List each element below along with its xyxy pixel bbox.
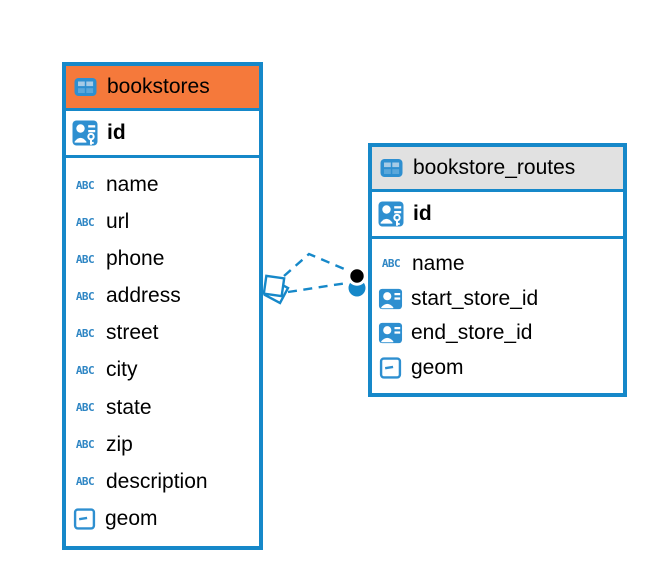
column-name: city — [106, 358, 138, 382]
foreign-key-icon — [378, 321, 403, 345]
column-name: zip — [106, 432, 133, 456]
column-name: geom — [411, 356, 464, 380]
text-type-icon: ABC — [381, 257, 401, 271]
table-bookstores[interactable]: bookstores id ABC name ABC url ABC phone… — [62, 62, 263, 550]
diamond-front — [262, 274, 286, 298]
column-row[interactable]: geom — [66, 507, 259, 531]
column-row[interactable]: ABC url — [66, 210, 259, 234]
column-name: name — [106, 173, 159, 197]
column-row-pk[interactable]: id — [372, 192, 623, 239]
text-type-icon: ABC — [75, 401, 95, 415]
text-type-icon: ABC — [75, 178, 95, 192]
table-icon — [379, 156, 404, 180]
column-name: street — [106, 321, 159, 345]
table-icon — [73, 75, 98, 99]
column-row[interactable]: ABC city — [66, 358, 259, 382]
column-name: start_store_id — [411, 286, 539, 310]
text-type-icon: ABC — [75, 252, 95, 266]
column-row[interactable]: geom — [372, 356, 623, 380]
column-row[interactable]: ABC phone — [66, 247, 259, 271]
text-type-icon: ABC — [75, 289, 95, 303]
table-header-bookstore-routes[interactable]: bookstore_routes — [372, 147, 623, 192]
column-row[interactable]: ABC state — [66, 396, 259, 420]
primary-key-icon — [72, 120, 98, 146]
column-row[interactable]: ABC zip — [66, 433, 259, 457]
column-list: ABC name ABC url ABC phone ABC address A… — [66, 158, 259, 546]
text-type-icon: ABC — [75, 326, 95, 340]
text-type-icon: ABC — [75, 475, 95, 489]
column-name: geom — [105, 506, 158, 530]
table-title: bookstore_routes — [413, 156, 576, 179]
column-row-pk[interactable]: id — [66, 111, 259, 158]
column-name: name — [412, 251, 465, 275]
column-name: state — [106, 395, 152, 419]
column-row[interactable]: ABC street — [66, 321, 259, 345]
geometry-type-icon — [72, 507, 97, 531]
column-name: end_store_id — [411, 321, 533, 345]
geometry-type-icon — [378, 356, 403, 380]
text-type-icon: ABC — [75, 438, 95, 452]
column-row[interactable]: ABC address — [66, 284, 259, 308]
table-title: bookstores — [107, 75, 210, 98]
table-header-bookstores[interactable]: bookstores — [66, 66, 259, 111]
relationship-endpoint-dot-upper[interactable] — [347, 266, 367, 286]
column-list: ABC name start_store_id end_store_id geo… — [372, 239, 623, 393]
column-row[interactable]: ABC name — [372, 252, 623, 276]
column-row[interactable]: ABC name — [66, 173, 259, 197]
column-row[interactable]: start_store_id — [372, 287, 623, 311]
column-name: phone — [106, 247, 165, 271]
relationship-diamond-endpoint[interactable] — [262, 274, 290, 305]
relationship-line-end-store[interactable] — [283, 252, 350, 277]
column-row[interactable]: end_store_id — [372, 321, 623, 345]
primary-key-icon — [378, 201, 404, 227]
table-bookstore-routes[interactable]: bookstore_routes id ABC name start_store… — [368, 143, 627, 397]
column-name: id — [413, 202, 432, 225]
text-type-icon: ABC — [75, 363, 95, 377]
column-name: id — [107, 121, 126, 144]
text-type-icon: ABC — [75, 215, 95, 229]
column-name: url — [106, 210, 130, 234]
column-name: description — [106, 469, 208, 493]
column-name: address — [106, 284, 181, 308]
foreign-key-icon — [378, 287, 403, 311]
column-row[interactable]: ABC description — [66, 470, 259, 494]
relationship-line-start-store[interactable] — [287, 281, 348, 294]
